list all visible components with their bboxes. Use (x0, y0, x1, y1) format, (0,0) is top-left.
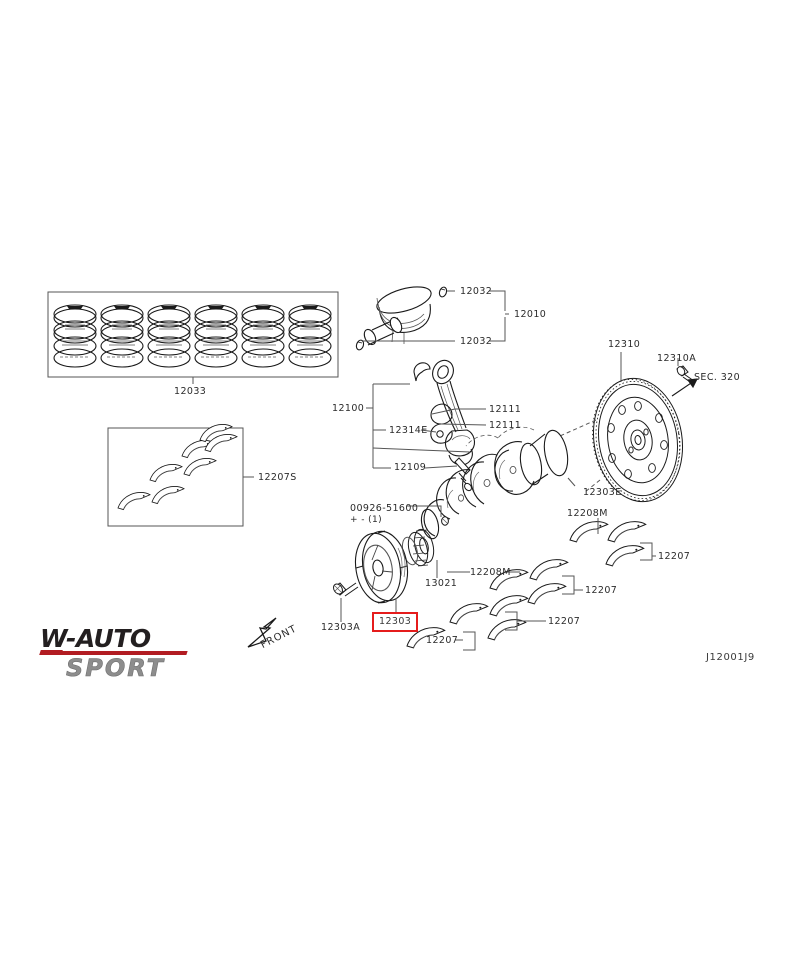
callout-12032-bottom: 12032 (460, 336, 493, 347)
callout-12111-upper: 12111 (489, 404, 522, 415)
callout-12208M-lower: 12208M (470, 567, 511, 578)
callout-12010: 12010 (514, 309, 547, 320)
callout-00926-51600: 00926-51600 (350, 503, 419, 514)
callout-12207-a: 12207 (658, 551, 691, 562)
watermark-logo: W-AUTO SPORT (39, 624, 190, 683)
callout-12207S: 12207S (258, 472, 297, 483)
section-reference-320: SEC. 320 (694, 372, 741, 383)
callout-12207-b: 12207 (585, 585, 618, 596)
callout-00926-quantity: + - (1) (350, 515, 383, 525)
callout-13021: 13021 (425, 578, 458, 589)
callout-12111-lower: 12111 (489, 420, 522, 431)
callout-12314E: 12314E (389, 425, 428, 436)
callout-12100: 12100 (332, 403, 365, 414)
logo-text-primary: W-AUTO (40, 624, 151, 653)
callout-12208M-upper: 12208M (567, 508, 608, 519)
callout-12032-top: 12032 (460, 286, 493, 297)
front-direction-label: FRONT (259, 623, 299, 651)
callout-12310A: 12310A (657, 353, 697, 364)
logo-stripe-accent (39, 650, 63, 655)
callout-12033: 12033 (174, 386, 207, 397)
callout-12207-c: 12207 (548, 616, 581, 627)
callout-12303A: 12303A (321, 622, 361, 633)
callout-12303E: 12303E (583, 487, 622, 498)
callout-12310: 12310 (608, 339, 641, 350)
callout-12109: 12109 (394, 462, 427, 473)
logo-text-secondary: SPORT (66, 654, 166, 683)
diagram-code: J12001J9 (706, 652, 755, 663)
callout-12303-highlighted: 12303 (372, 612, 419, 632)
callout-12207-d: 12207 (426, 635, 459, 646)
